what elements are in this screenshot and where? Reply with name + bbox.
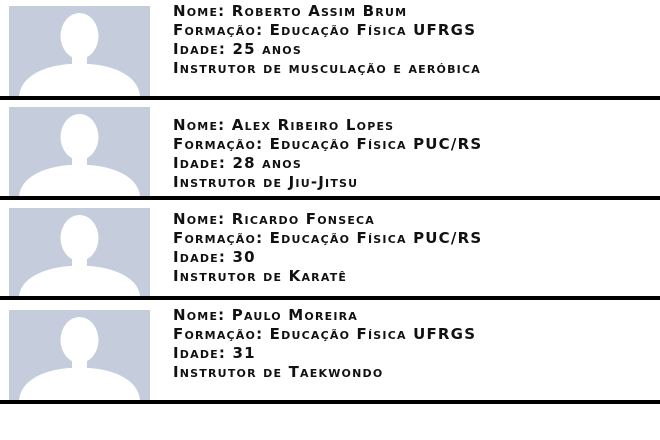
card-divider — [0, 400, 660, 404]
instructor-details: Nome: Ricardo Fonseca Formação: Educação… — [173, 210, 653, 286]
card-divider — [0, 96, 660, 100]
instructor-role: Instrutor de Karatê — [173, 267, 348, 285]
instructor-details: Nome: Roberto Assim Brum Formação: Educa… — [173, 2, 653, 78]
instructor-education: Formação: Educação Física PUC/RS — [173, 135, 483, 153]
instructor-age: Idade: 25 anos — [173, 40, 302, 58]
instructor-age: Idade: 31 — [173, 344, 256, 362]
instructor-details: Nome: Alex Ribeiro Lopes Formação: Educa… — [173, 116, 653, 192]
instructor-card-paulo: Nome: Paulo Moreira Formação: Educação F… — [0, 300, 660, 400]
instructor-name: Nome: Paulo Moreira — [173, 306, 359, 324]
default-avatar-icon — [9, 107, 150, 196]
default-avatar-icon — [9, 310, 150, 400]
instructor-name: Nome: Ricardo Fonseca — [173, 210, 376, 228]
instructor-age: Idade: 28 anos — [173, 154, 302, 172]
instructor-role: Instrutor de Taekwondo — [173, 363, 384, 381]
instructor-name: Nome: Roberto Assim Brum — [173, 2, 408, 20]
instructor-role: Instrutor de musculação e aeróbica — [173, 59, 481, 77]
instructor-education: Formação: Educação Física UFRGS — [173, 21, 477, 39]
default-avatar-icon — [9, 208, 150, 296]
instructor-card-ricardo: Nome: Ricardo Fonseca Formação: Educação… — [0, 200, 660, 296]
instructor-card-roberto: Nome: Roberto Assim Brum Formação: Educa… — [0, 0, 660, 96]
instructor-name: Nome: Alex Ribeiro Lopes — [173, 116, 395, 134]
instructor-education: Formação: Educação Física PUC/RS — [173, 229, 483, 247]
instructor-age: Idade: 30 — [173, 248, 256, 266]
instructor-card-alex: Nome: Alex Ribeiro Lopes Formação: Educa… — [0, 100, 660, 196]
instructor-role: Instrutor de Jiu-Jitsu — [173, 173, 359, 191]
card-divider — [0, 296, 660, 300]
instructor-details: Nome: Paulo Moreira Formação: Educação F… — [173, 306, 653, 382]
card-divider — [0, 196, 660, 200]
default-avatar-icon — [9, 6, 150, 96]
instructor-education: Formação: Educação Física UFRGS — [173, 325, 477, 343]
